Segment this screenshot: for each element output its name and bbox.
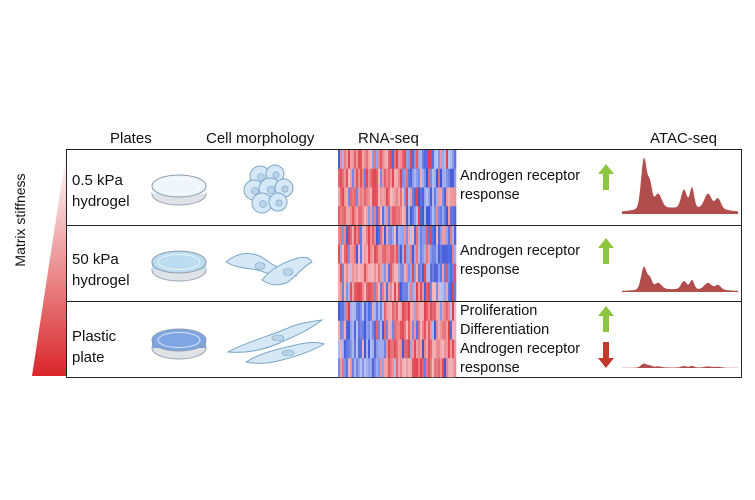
result-text-group: Androgen receptor response [460,242,580,280]
header-rna-seq: RNA-seq [358,130,419,147]
row-label-line2: plate [72,349,105,366]
up-arrow-icon [598,306,614,332]
result-androgen-receptor: Androgen receptor [460,168,581,184]
result-response: response [460,187,520,203]
result-androgen-receptor: Androgen receptor [460,243,581,259]
row-label-line1: 0.5 kPa [72,172,123,189]
down-arrow-icon [598,342,614,368]
rna-seq-heatmap [338,150,457,226]
atac-seq-peaks [622,157,738,214]
stiffness-gradient-wedge [32,154,66,376]
petri-dish-icon [151,174,207,206]
atac-seq-peaks [622,266,738,292]
petri-dish-icon [151,328,207,360]
row-label-0-5kpa: 0.5 kPa hydrogel [72,170,130,212]
row-label-line1: Plastic [72,328,117,345]
petri-dish-icon [151,250,207,282]
spindle-cells-icon [225,253,313,286]
result-differentiation: Differentiation [460,322,550,338]
up-arrow-icon [598,164,614,190]
result-response: response [460,360,520,376]
row-label-line2: hydrogel [72,272,130,289]
row-label-line1: 50 kPa [72,251,119,268]
row-label-plastic: Plastic plate [72,326,116,368]
result-text-group: Proliferation Differentiation Androgen r… [460,302,580,378]
result-text-group: Androgen receptor response [460,167,580,205]
up-arrow-icon [598,238,614,264]
rna-seq-heatmap [338,302,457,378]
elongated-cells-icon [226,319,326,364]
header-cell-morphology: Cell morphology [206,130,315,147]
atac-seq-peaks [622,363,738,368]
row-label-50kpa: 50 kPa hydrogel [72,249,130,291]
rna-seq-heatmap [338,226,457,302]
round-cells-icon [243,164,294,214]
result-proliferation: Proliferation [460,303,538,319]
result-androgen-receptor: Androgen receptor [460,341,581,357]
header-atac-seq: ATAC-seq [650,130,717,147]
result-response: response [460,262,520,278]
matrix-stiffness-label: Matrix stiffness [12,173,28,267]
header-plates: Plates [110,130,152,147]
row-label-line2: hydrogel [72,193,130,210]
